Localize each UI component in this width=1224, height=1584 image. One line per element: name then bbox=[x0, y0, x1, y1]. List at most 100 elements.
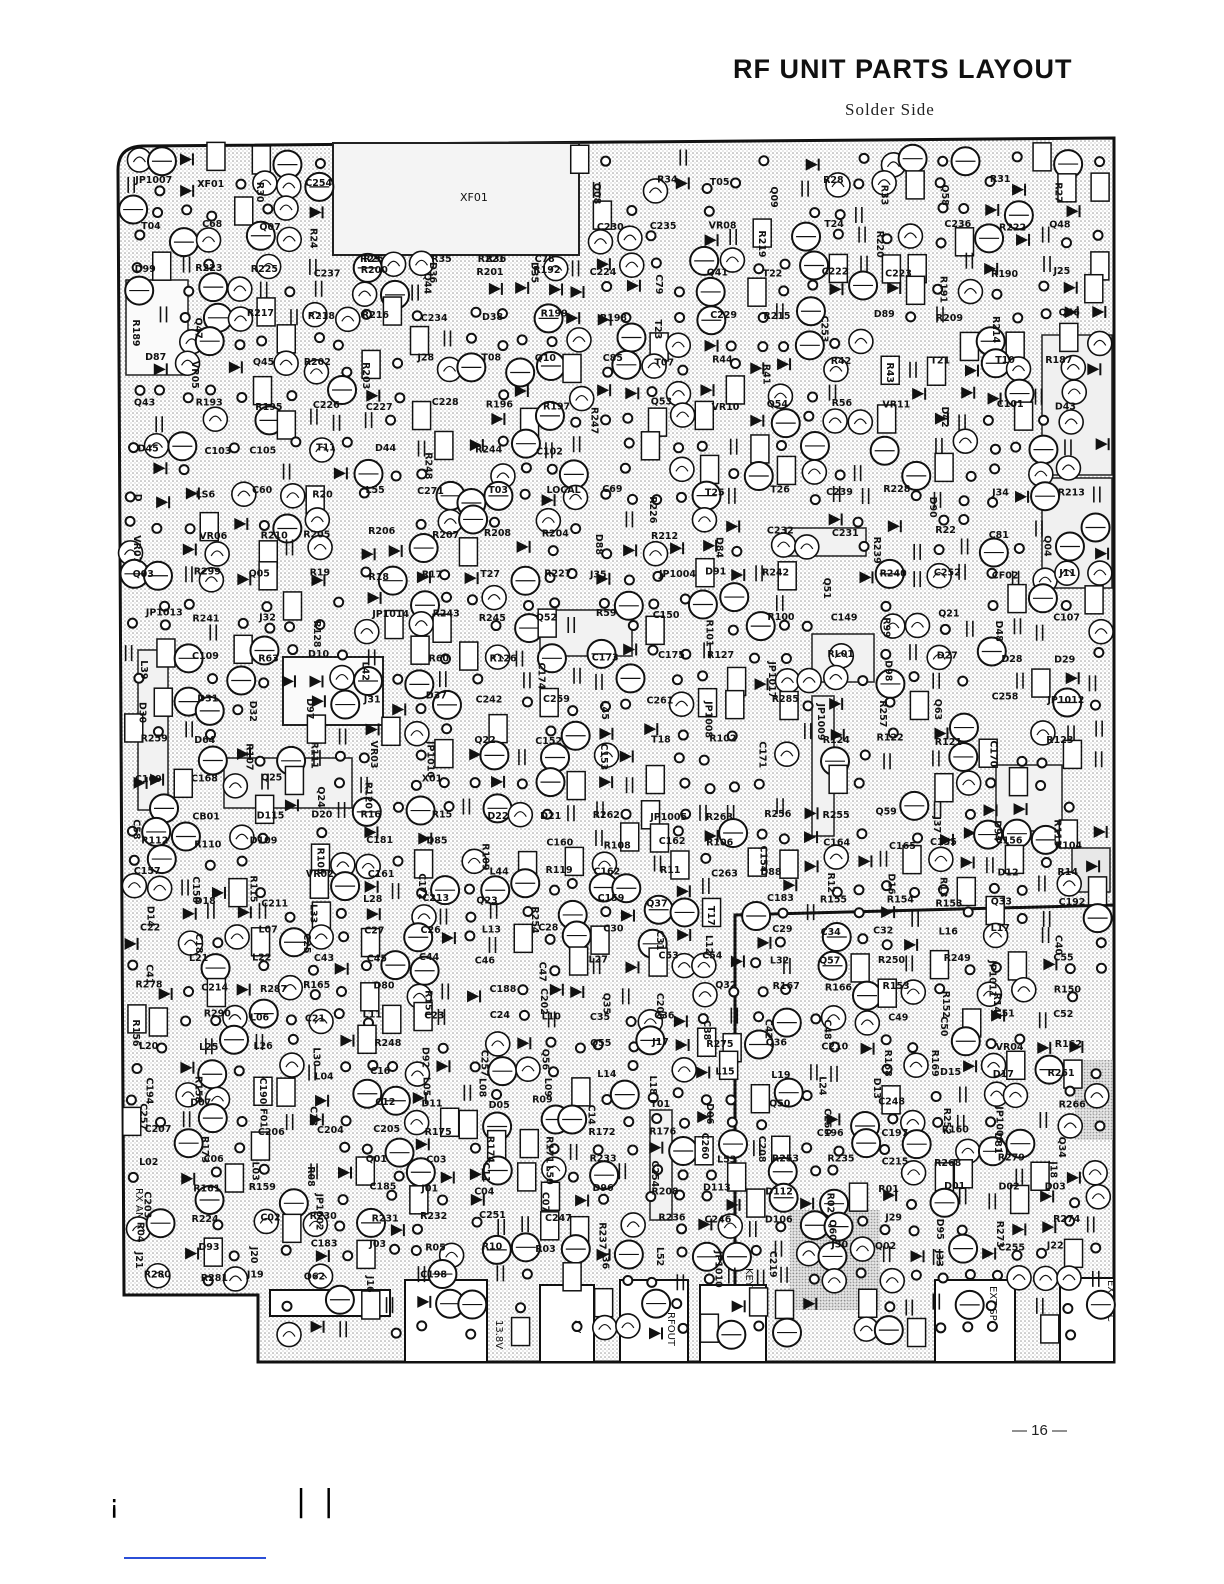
part-designator: R273 bbox=[994, 1221, 1005, 1248]
coil-glyph bbox=[849, 1236, 876, 1262]
diode-glyph bbox=[754, 678, 767, 691]
pad-glyph bbox=[1063, 801, 1075, 813]
part-designator: D106 bbox=[765, 1215, 793, 1226]
pad-glyph bbox=[627, 493, 639, 505]
part-outline-glyph bbox=[382, 296, 403, 326]
coil-core-glyph bbox=[600, 751, 614, 758]
diode-glyph bbox=[859, 571, 872, 584]
pad-glyph bbox=[647, 1092, 659, 1104]
pad-glyph bbox=[623, 437, 635, 449]
coil-core-glyph bbox=[513, 811, 527, 818]
coil-core-glyph bbox=[907, 1169, 921, 1176]
pad-glyph bbox=[545, 1036, 557, 1048]
part-designator: R35 bbox=[431, 254, 452, 265]
coil-core-glyph bbox=[358, 290, 372, 297]
part-designator: C85 bbox=[603, 353, 623, 364]
part-designator: J03 bbox=[368, 1239, 386, 1250]
part-designator: R219 bbox=[756, 230, 767, 257]
part-designator: R252 bbox=[941, 1108, 952, 1135]
pad-glyph bbox=[236, 855, 248, 867]
pad-glyph bbox=[627, 620, 639, 632]
part-designator: C259 bbox=[543, 694, 570, 705]
diode-glyph bbox=[366, 908, 379, 921]
part-outline-glyph bbox=[748, 1287, 769, 1317]
coil-glyph bbox=[1002, 1082, 1029, 1109]
pad-glyph bbox=[254, 755, 266, 767]
part-designator: Q50 bbox=[769, 1099, 791, 1110]
coil-core-glyph bbox=[1012, 365, 1026, 372]
coil-core-glyph bbox=[496, 472, 510, 479]
part-designator: R236 bbox=[658, 1213, 686, 1224]
diode-glyph bbox=[570, 985, 583, 998]
pad-glyph bbox=[676, 1246, 688, 1258]
pad-glyph bbox=[281, 1300, 293, 1312]
pad-glyph bbox=[778, 285, 790, 297]
coil-core-glyph bbox=[807, 468, 821, 475]
diode-glyph bbox=[566, 312, 579, 325]
pad-glyph bbox=[258, 960, 270, 972]
coil-core-glyph bbox=[181, 1091, 195, 1098]
part-designator: R208 bbox=[651, 1187, 679, 1198]
diode-glyph bbox=[364, 826, 377, 839]
pad-glyph bbox=[646, 1276, 658, 1288]
pad-glyph bbox=[441, 591, 453, 603]
part-outline-glyph bbox=[857, 1288, 878, 1319]
pad-glyph bbox=[332, 339, 344, 351]
coil-core-glyph bbox=[829, 673, 843, 680]
pad-glyph bbox=[264, 622, 276, 634]
pad-glyph bbox=[908, 1225, 920, 1237]
part-designator: D29 bbox=[1054, 654, 1075, 665]
coil-core-glyph bbox=[1039, 1274, 1053, 1281]
part-designator: C254 bbox=[649, 1160, 660, 1187]
diode-glyph bbox=[623, 643, 636, 656]
coil-core-glyph bbox=[491, 1040, 505, 1047]
pad-glyph bbox=[151, 522, 163, 534]
pad-glyph bbox=[853, 884, 865, 896]
pad-glyph bbox=[647, 644, 659, 656]
coil-glyph bbox=[222, 1266, 249, 1292]
part-designator: R202 bbox=[304, 357, 331, 368]
part-outline-glyph bbox=[590, 925, 610, 955]
pad-glyph bbox=[1040, 308, 1052, 320]
part-designator: J37 bbox=[931, 815, 942, 833]
part-designator: C165 bbox=[889, 841, 916, 852]
part-designator: L12 bbox=[703, 935, 714, 954]
part-designator: Q22 bbox=[474, 735, 495, 746]
part-designator: R206 bbox=[368, 526, 396, 537]
coil-core-glyph bbox=[1008, 1091, 1022, 1098]
pad-glyph bbox=[335, 907, 347, 919]
part-outline-glyph bbox=[258, 561, 278, 591]
pad-glyph bbox=[880, 600, 892, 612]
diode-glyph bbox=[311, 574, 324, 587]
part-designator: R30 bbox=[254, 182, 265, 203]
part-designator: R235 bbox=[827, 1153, 854, 1164]
part-designator: C194 bbox=[143, 1078, 154, 1105]
part-designator: R299 bbox=[194, 566, 221, 577]
part-designator: D38 bbox=[482, 312, 503, 323]
coil-glyph bbox=[823, 844, 850, 870]
pad-glyph bbox=[392, 801, 404, 813]
coil-core-glyph bbox=[987, 1061, 1001, 1068]
diode-glyph bbox=[726, 520, 739, 533]
pad-glyph bbox=[884, 1301, 896, 1313]
part-designator: C237 bbox=[314, 269, 341, 280]
part-designator: R249 bbox=[944, 953, 971, 964]
part-designator: L19 bbox=[771, 1070, 790, 1081]
coil-core-glyph bbox=[1034, 470, 1048, 477]
pad-glyph bbox=[256, 335, 268, 347]
coil-core-glyph bbox=[549, 265, 563, 271]
pad-glyph bbox=[601, 280, 613, 292]
pad-glyph bbox=[204, 859, 216, 871]
coil-glyph bbox=[822, 408, 848, 434]
coil-glyph bbox=[691, 952, 717, 979]
diode-glyph bbox=[750, 414, 763, 427]
part-designator: R263 bbox=[706, 812, 733, 823]
coil-glyph bbox=[308, 1008, 334, 1035]
coil-core-glyph bbox=[800, 543, 814, 550]
part-designator: R14 bbox=[1057, 867, 1078, 878]
coil-glyph bbox=[904, 612, 931, 639]
diode-glyph bbox=[783, 879, 796, 892]
part-designator: C51 bbox=[995, 1009, 1015, 1020]
part-designator: C235 bbox=[650, 221, 677, 232]
